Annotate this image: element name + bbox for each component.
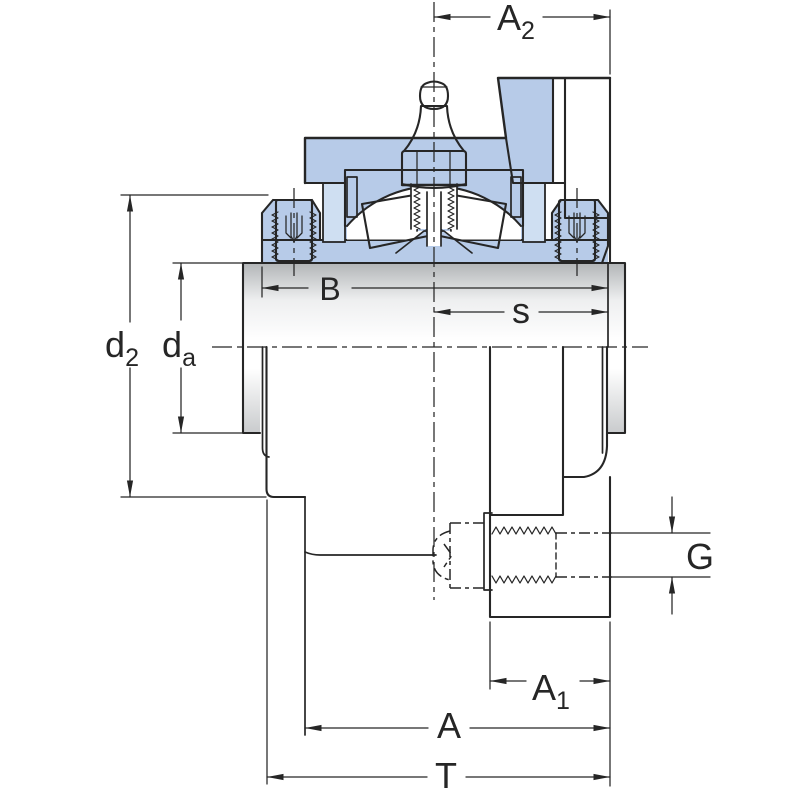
fitting-nose-hidden <box>432 530 451 581</box>
fitting-hex-hidden <box>449 522 484 589</box>
dimension-label-a1: A1 <box>532 667 570 715</box>
boss-outline <box>488 345 612 619</box>
extension-lines <box>611 532 711 578</box>
dimension-d2: d2 <box>105 194 269 498</box>
extension-lines <box>120 194 269 498</box>
housing-cap-fill <box>305 78 553 183</box>
thread-zigzag-bottom <box>491 575 557 584</box>
stem-thread-right <box>447 186 455 230</box>
dimension-label-s: s <box>512 290 530 331</box>
nipple-cone <box>402 104 466 153</box>
dimension-label-b: B <box>319 271 340 307</box>
flange-column-outline <box>303 76 612 265</box>
dimension-b: B <box>261 266 609 307</box>
collar-left-outline <box>260 198 322 265</box>
cage-bar-right <box>510 176 522 218</box>
tapped-hole-walls <box>410 183 458 230</box>
dimension-a2: A2 <box>433 0 611 75</box>
dimension-label-a: A <box>437 705 461 746</box>
extension-lines <box>489 621 611 787</box>
thread-zigzag-top <box>491 526 557 535</box>
thread-left-flank <box>554 211 562 261</box>
dimension-label-d2: d2 <box>105 324 139 372</box>
nipple-hex-facets <box>416 151 451 185</box>
grease-channel-walls <box>426 191 442 247</box>
lower-housing <box>261 345 612 736</box>
dimension-da: da <box>162 262 243 434</box>
collar-right-outline <box>550 198 610 265</box>
grease-fitting-hidden <box>432 522 612 589</box>
shaft-left-protrusion <box>243 347 260 433</box>
bore-silhouette-line <box>304 551 437 556</box>
flange-back-inner-edge <box>261 346 270 458</box>
dimension-a1: A1 <box>489 621 611 787</box>
thread-right-flank <box>592 211 600 261</box>
hole-hidden-lines <box>556 532 612 578</box>
dimension-g: G <box>611 496 714 615</box>
thread-right-flank <box>309 211 317 261</box>
shaft-right-protrusion <box>608 347 625 433</box>
centerlines <box>212 2 648 600</box>
extension-lines <box>172 262 243 434</box>
dimension-t: T <box>266 499 611 796</box>
flange-front-edge <box>561 345 609 479</box>
dimension-a: A <box>304 705 611 746</box>
dimension-label-a2: A2 <box>497 0 535 45</box>
hex-socket-icon <box>568 212 586 243</box>
seal-right <box>522 182 546 243</box>
fitting-tip-hidden <box>443 543 453 568</box>
seal-left <box>322 182 346 243</box>
dimension-label-t: T <box>435 755 457 796</box>
hex-socket-icon <box>285 212 303 243</box>
dimension-s: s <box>433 290 609 331</box>
flange-back-edge <box>265 345 307 499</box>
fitting-seat-washer <box>483 512 493 591</box>
cage-bar-left <box>346 176 358 218</box>
cap-outline <box>303 76 612 185</box>
housing-outlines <box>241 76 627 435</box>
stem-thread-left <box>413 186 421 230</box>
thread-left-flank <box>271 211 279 261</box>
dimensions: A2 B s d2 da G <box>105 0 714 796</box>
dimension-label-da: da <box>162 324 196 372</box>
dimension-label-g: G <box>686 536 714 577</box>
